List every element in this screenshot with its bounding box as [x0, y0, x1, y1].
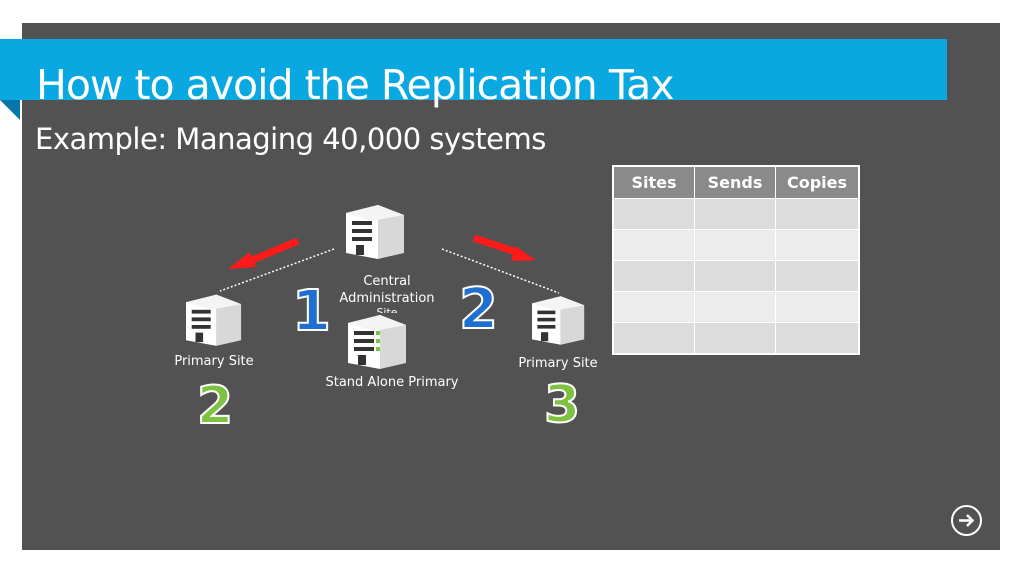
standalone-building-icon	[348, 315, 406, 369]
table-cell	[612, 322, 695, 355]
table-cell	[612, 291, 695, 323]
header-sends: Sends	[694, 165, 776, 199]
table-cell	[775, 198, 860, 230]
table-cell	[694, 291, 776, 323]
table-cell	[775, 260, 860, 292]
table-row	[612, 322, 860, 355]
number-central-to-right: 2	[459, 277, 498, 342]
table-cell	[775, 322, 860, 355]
table-row	[612, 198, 860, 230]
number-central-to-left: 1	[292, 279, 331, 344]
table-cell	[775, 229, 860, 261]
central-label-line1: Central	[363, 274, 411, 289]
replication-diagram: 1 2 2 3	[186, 205, 585, 437]
table-cell	[694, 198, 776, 230]
central-site-building-icon	[346, 205, 404, 259]
central-site-label: Central Administration Site	[334, 273, 440, 313]
table-cell	[612, 229, 695, 261]
title-bar-fold	[0, 100, 20, 120]
table-cell	[775, 291, 860, 323]
table-cell	[694, 322, 776, 355]
sites-table: Sites Sends Copies	[612, 165, 860, 355]
table-row	[612, 291, 860, 323]
arrow-right-icon	[959, 514, 975, 527]
right-primary-label: Primary Site	[518, 356, 598, 371]
number-right-primary: 3	[544, 375, 580, 435]
table-cell	[612, 260, 695, 292]
link-central-to-right	[441, 248, 560, 294]
slide-title: How to avoid the Replication Tax	[36, 61, 674, 109]
header-sites: Sites	[612, 165, 695, 199]
arrow-right	[472, 234, 536, 261]
table-cell	[612, 198, 695, 230]
table-cell	[694, 229, 776, 261]
slide: How to avoid the Replication Tax Example…	[0, 23, 1000, 550]
table-cell	[694, 260, 776, 292]
title-bar: How to avoid the Replication Tax	[0, 39, 947, 109]
central-label-line2: Administration	[339, 291, 435, 306]
link-central-to-left	[219, 248, 335, 292]
standalone-label: Stand Alone Primary	[325, 375, 459, 390]
slide-subtitle: Example: Managing 40,000 systems	[35, 122, 546, 156]
table-row	[612, 260, 860, 292]
number-left-primary: 2	[197, 376, 233, 436]
right-primary-building-icon	[532, 296, 585, 345]
left-primary-building-icon	[186, 294, 242, 346]
central-label-line3: Site	[334, 307, 440, 313]
next-slide-button[interactable]	[951, 505, 982, 536]
arrow-left	[228, 237, 300, 269]
left-primary-label: Primary Site	[174, 354, 254, 369]
table-row	[612, 229, 860, 261]
table-header-row: Sites Sends Copies	[612, 165, 860, 199]
header-copies: Copies	[775, 165, 860, 199]
